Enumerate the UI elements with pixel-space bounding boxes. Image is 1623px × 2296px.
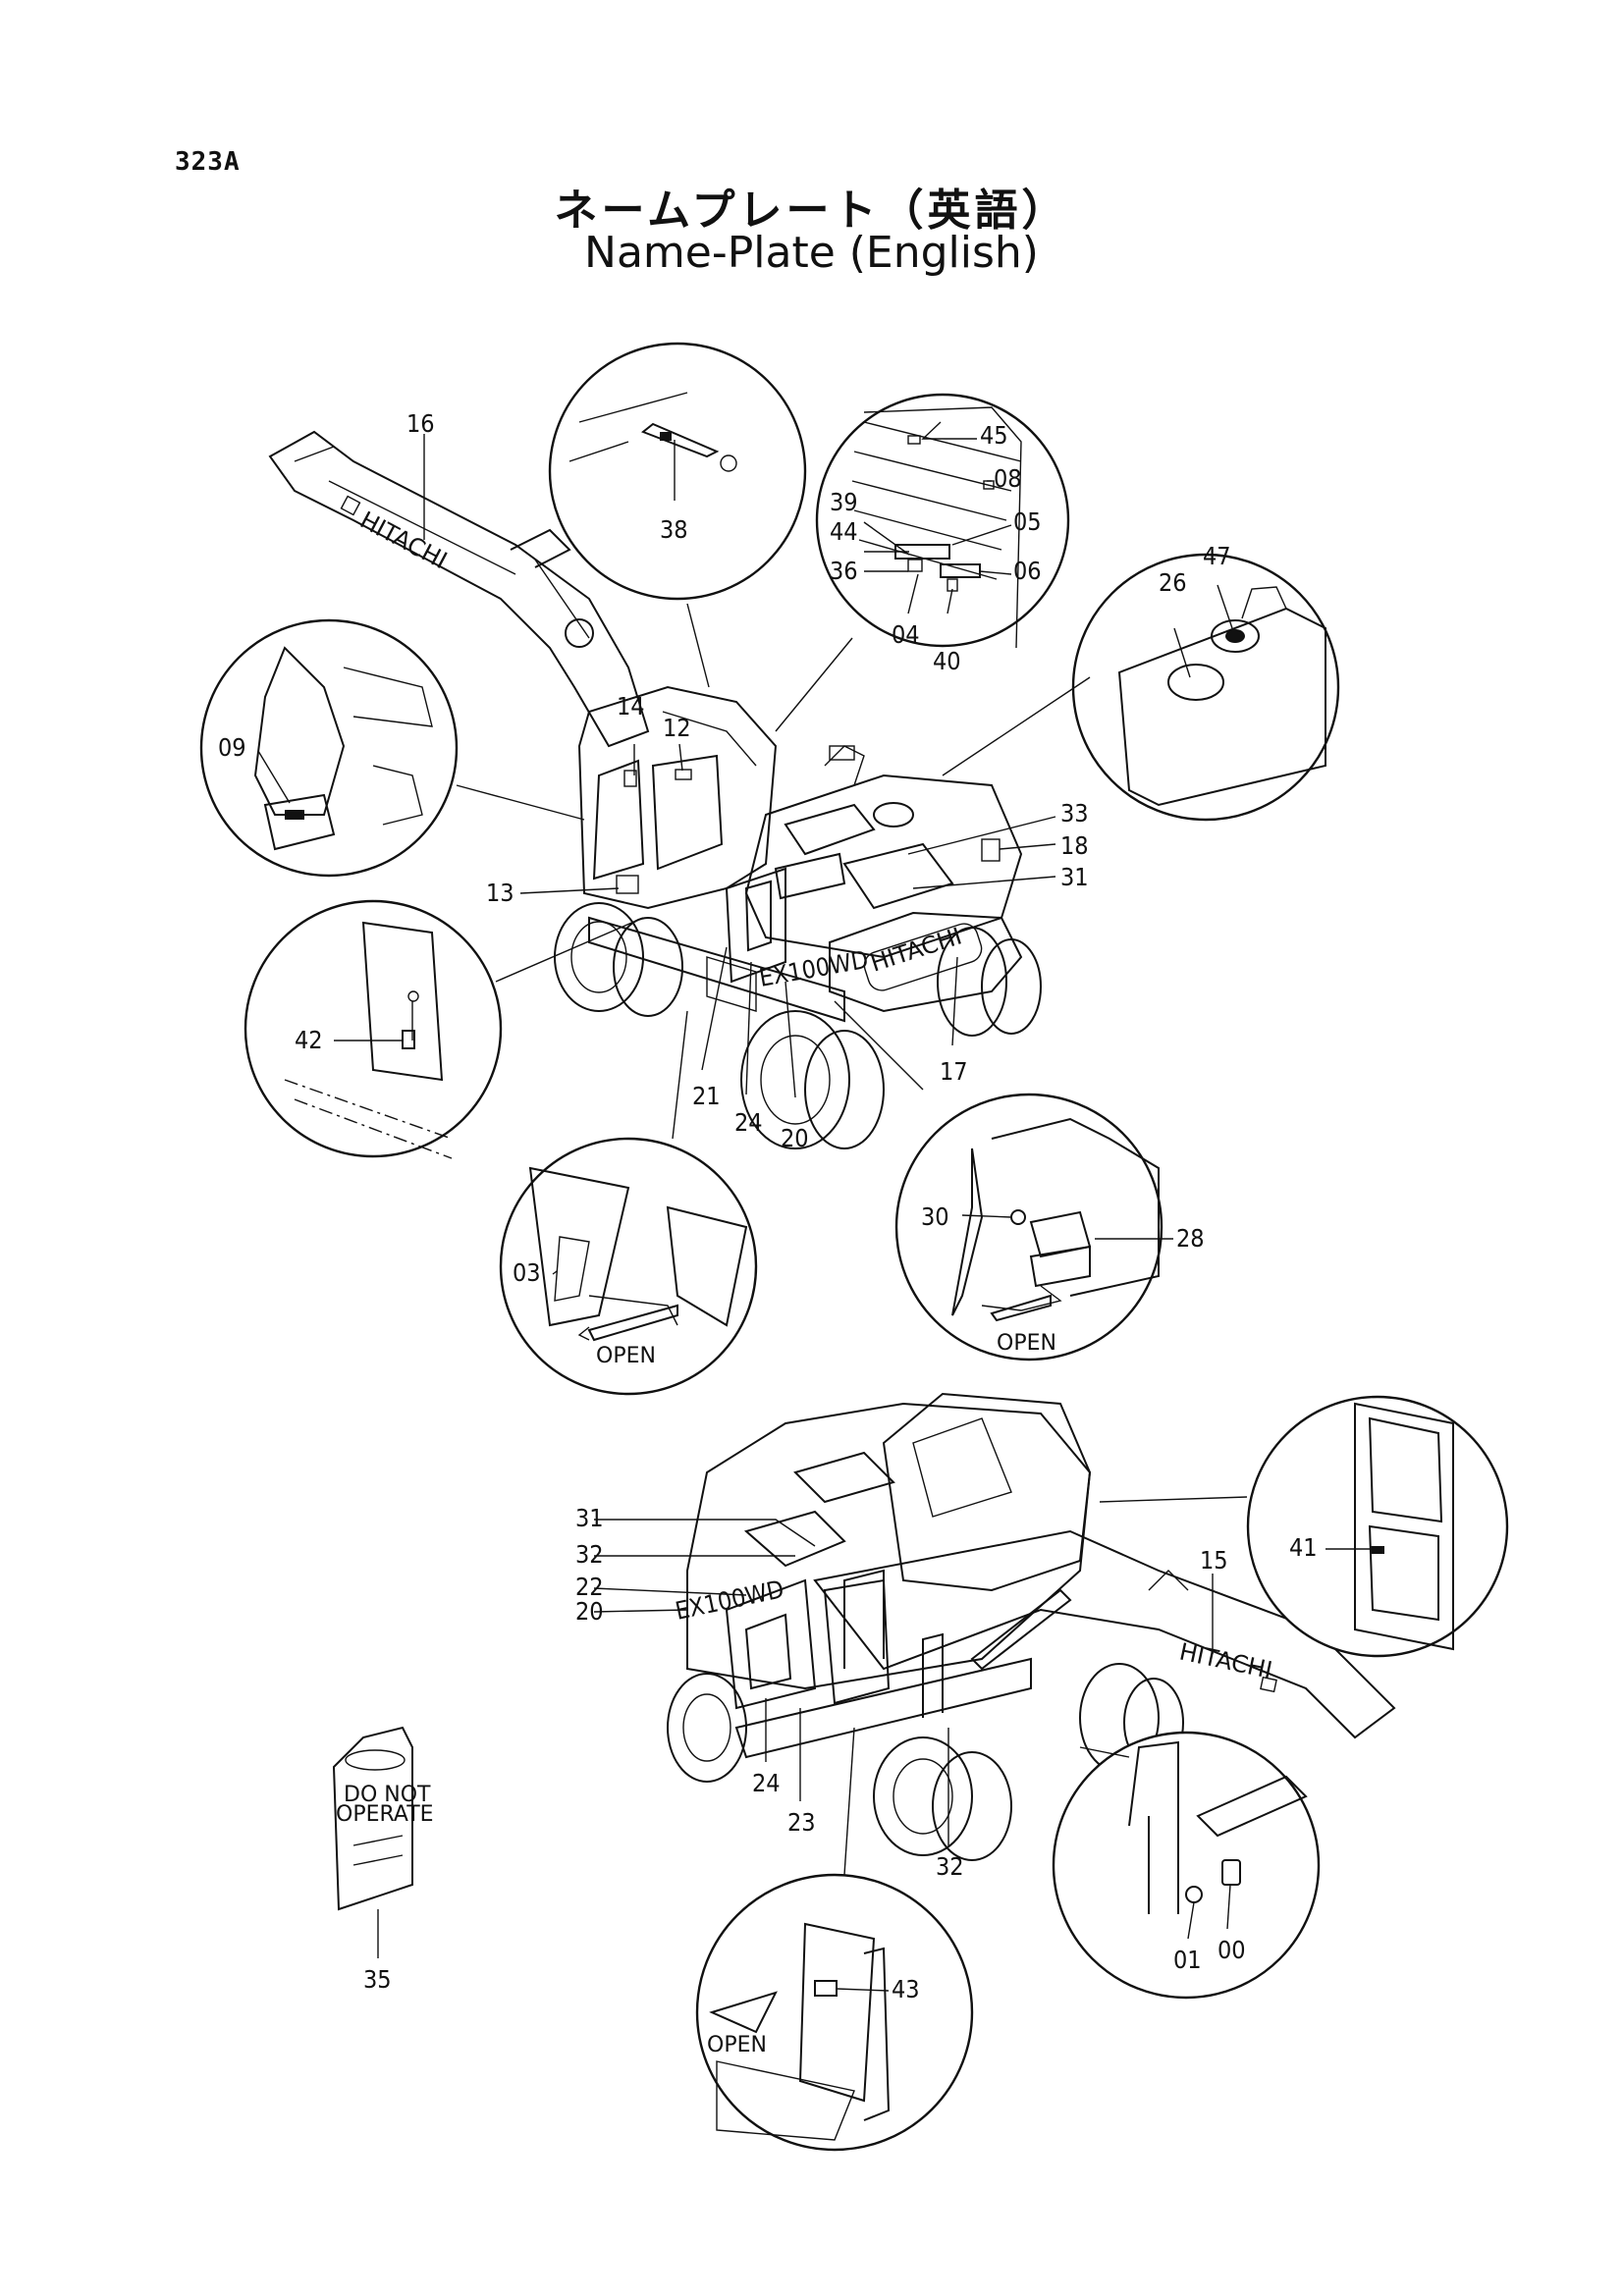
tag-35: DO NOT OPERATE: [332, 1726, 434, 1911]
callout-20-bottom: 20: [575, 1597, 604, 1626]
boom-brand-bottom: HITACHI: [1177, 1637, 1275, 1683]
detail-circle-tank: [1071, 553, 1340, 822]
callout-15: 15: [1200, 1546, 1228, 1575]
callout-45: 45: [980, 421, 1008, 450]
callout-30: 30: [921, 1202, 949, 1231]
callout-38: 38: [660, 515, 688, 544]
callout-05: 05: [1013, 507, 1042, 536]
detail-circle-03: [499, 1137, 758, 1396]
callout-32-left: 32: [575, 1540, 604, 1569]
callout-40: 40: [933, 647, 961, 675]
callout-18: 18: [1060, 831, 1089, 860]
callout-24-bottom: 24: [752, 1769, 781, 1797]
open-caption-3: OPEN: [707, 2033, 767, 2057]
callout-44: 44: [830, 517, 858, 546]
callout-04: 04: [892, 620, 920, 649]
callout-09: 09: [218, 733, 246, 762]
callout-35: 35: [363, 1965, 392, 1994]
detail-circle-01-00: [1052, 1731, 1321, 2000]
callout-14: 14: [617, 692, 645, 721]
tag-line-1: DO NOT: [344, 1783, 431, 1807]
detail-circle-41: [1246, 1395, 1509, 1658]
title-japanese: ネームプレート（英語）: [554, 186, 1069, 236]
callout-33: 33: [1060, 799, 1089, 828]
open-caption-2: OPEN: [997, 1331, 1056, 1356]
callout-31-bottom: 31: [575, 1504, 604, 1532]
callout-28: 28: [1176, 1224, 1205, 1253]
model-plate-bottom: EX100WD: [673, 1575, 786, 1626]
callout-47: 47: [1203, 542, 1231, 570]
detail-circle-43: [695, 1873, 974, 2152]
callout-20-top: 20: [781, 1124, 809, 1152]
callout-labels: 16 38 45 08 39 44 05 36 06 04 40 47 26 0…: [218, 409, 1318, 2057]
callout-17: 17: [940, 1057, 968, 1086]
callout-23: 23: [787, 1808, 816, 1837]
title-english: Name-Plate (English): [584, 228, 1039, 278]
callout-22: 22: [575, 1573, 604, 1601]
callout-43: 43: [892, 1975, 920, 2003]
detail-circle-38: [548, 342, 807, 601]
page-code: 323A: [175, 147, 241, 177]
callout-03: 03: [513, 1258, 541, 1287]
model-plate-top: EX100WD: [757, 945, 870, 992]
leader-lines: [257, 421, 1371, 1992]
detail-circle-radiator: [815, 393, 1070, 649]
detail-circle-28: [894, 1093, 1163, 1362]
callout-21: 21: [692, 1082, 721, 1110]
callout-00: 00: [1217, 1936, 1246, 1964]
callout-41: 41: [1289, 1533, 1318, 1562]
callout-26: 26: [1159, 568, 1187, 597]
callout-08: 08: [994, 464, 1022, 493]
callout-06: 06: [1013, 557, 1042, 585]
callout-01: 01: [1173, 1946, 1202, 1974]
detail-circle-42: [243, 899, 503, 1159]
callout-12: 12: [663, 714, 691, 742]
callout-24-top: 24: [734, 1108, 763, 1137]
callout-32-bottom: 32: [936, 1852, 964, 1881]
callout-36: 36: [830, 557, 858, 585]
callout-39: 39: [830, 488, 858, 516]
callout-13: 13: [486, 879, 514, 907]
boom-brand-top: HITACHI: [355, 507, 452, 575]
detail-circle-09: [199, 618, 459, 878]
callout-31-top: 31: [1060, 863, 1089, 891]
callout-42: 42: [295, 1026, 323, 1054]
tag-line-2: OPERATE: [336, 1802, 434, 1827]
callout-16: 16: [406, 409, 435, 438]
open-caption-1: OPEN: [596, 1344, 656, 1368]
